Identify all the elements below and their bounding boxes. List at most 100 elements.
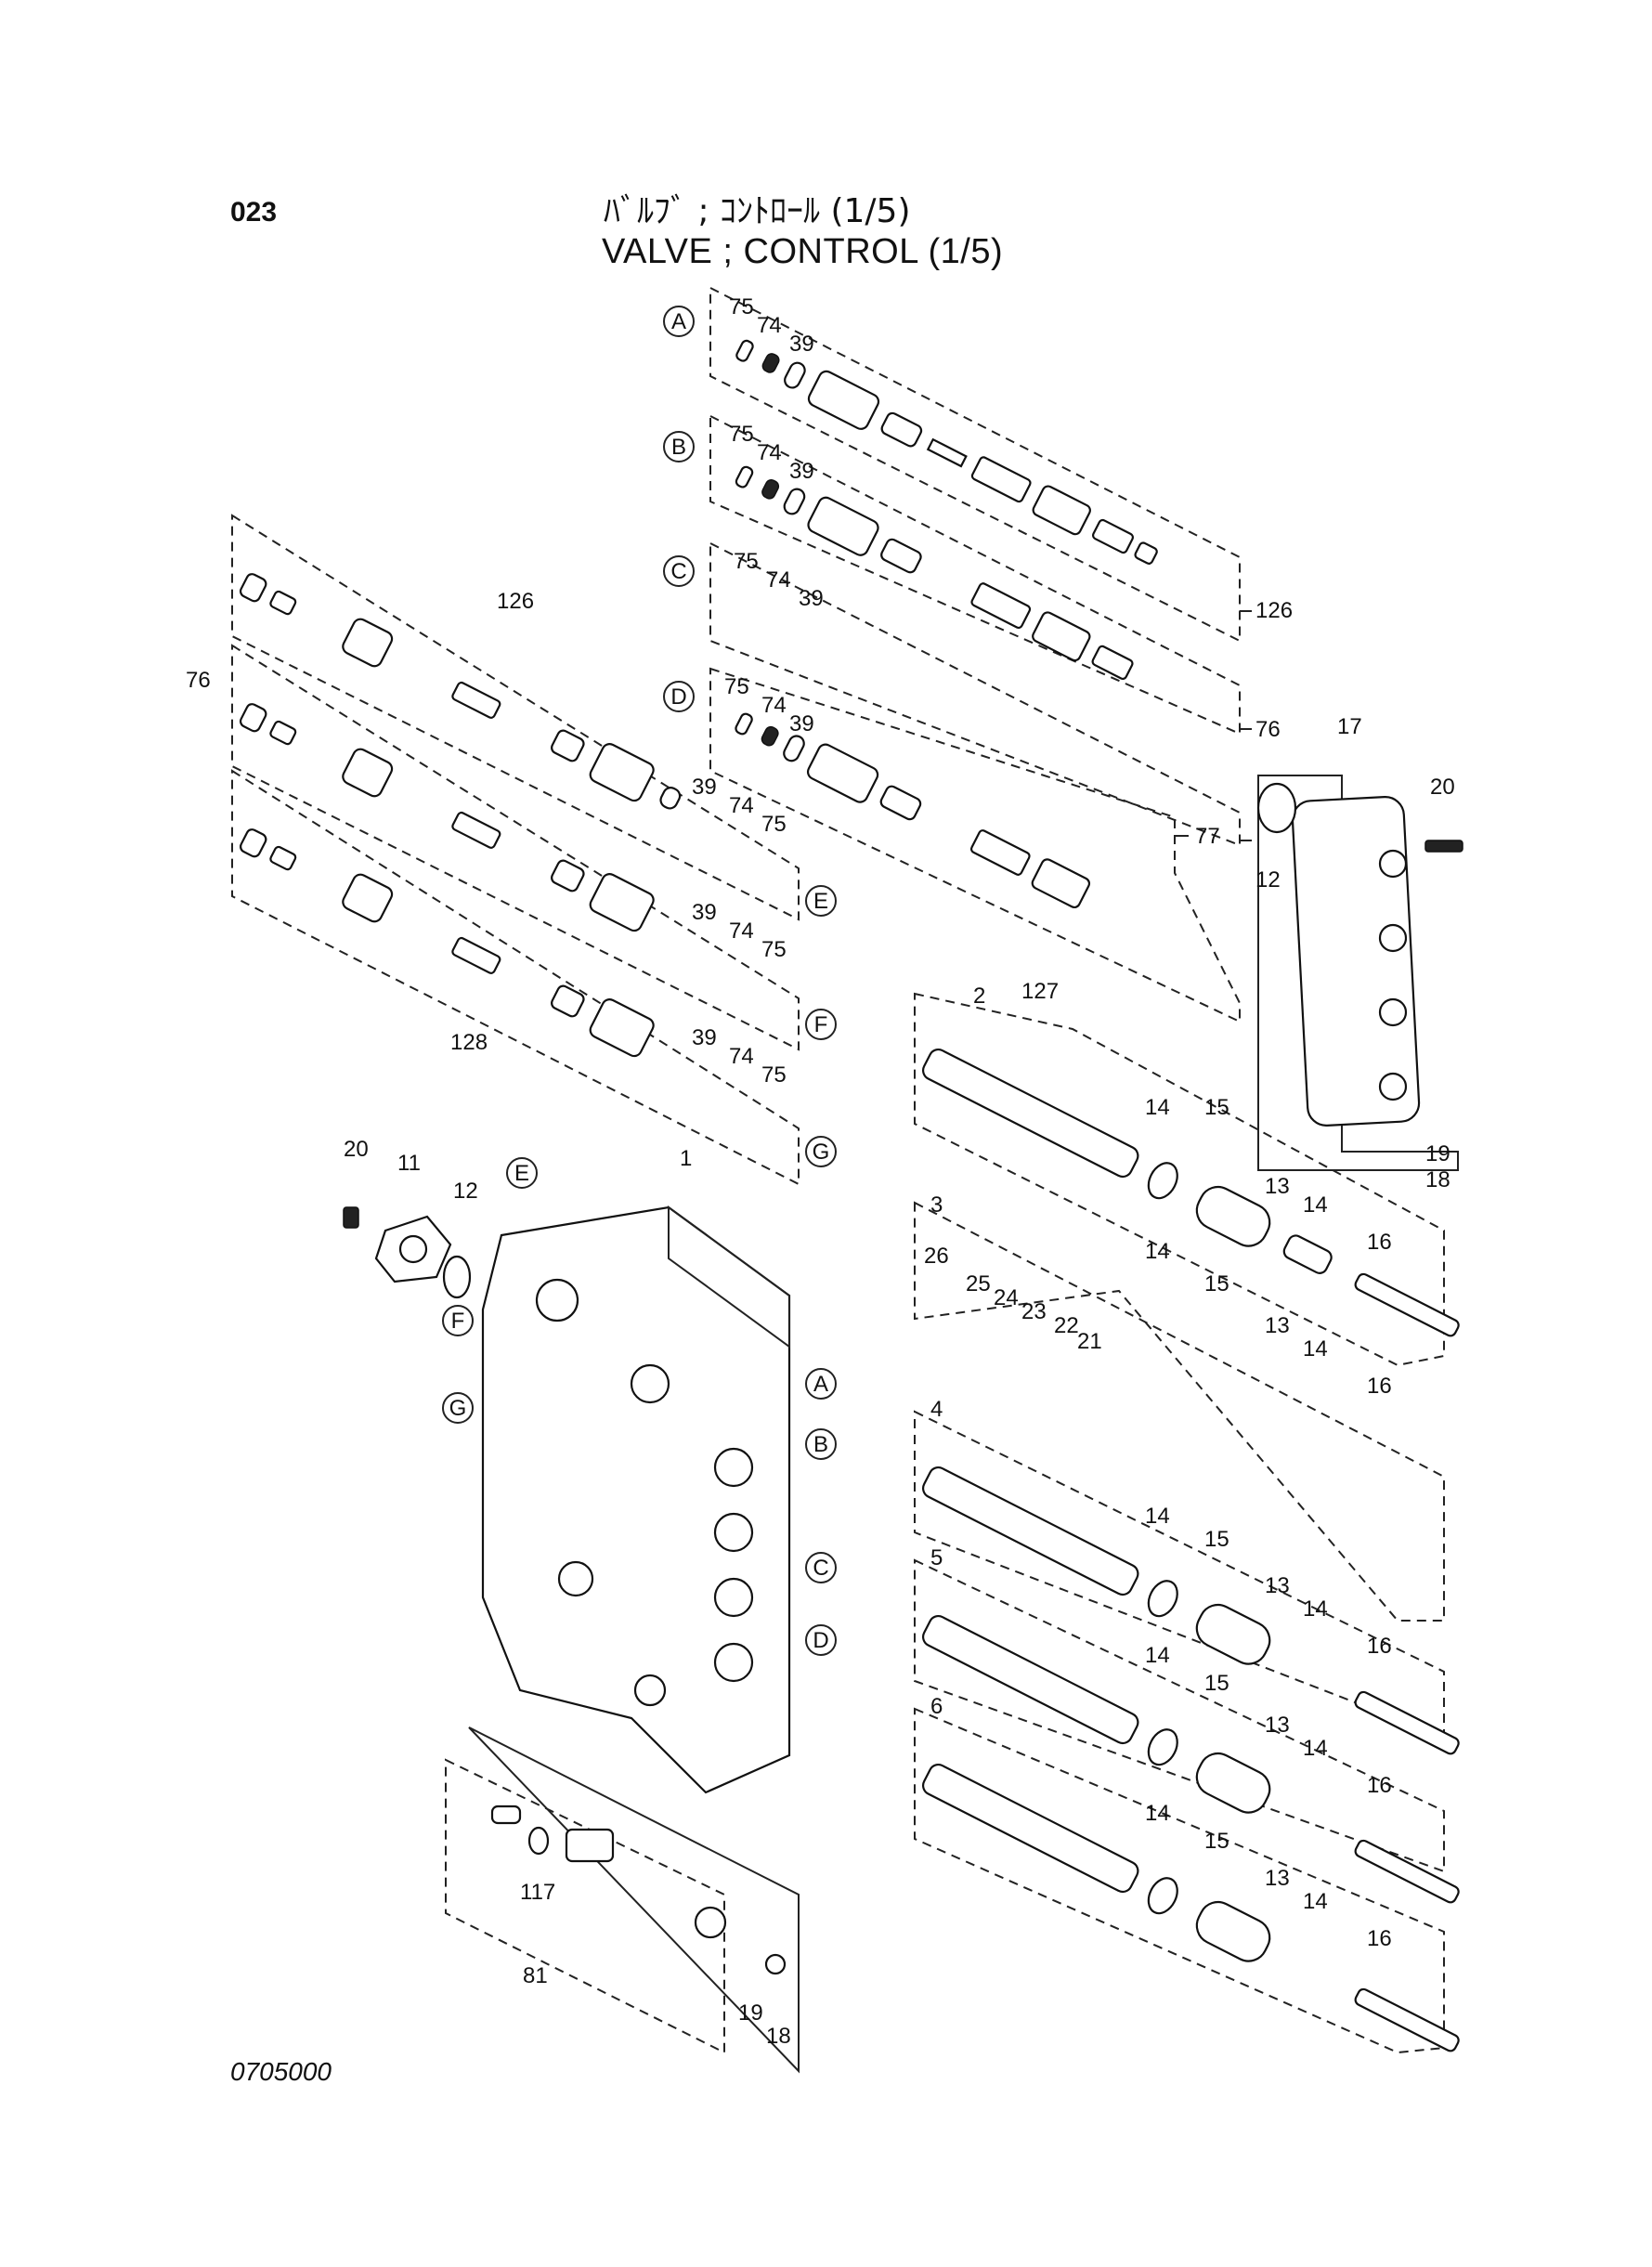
callout-a-top: A [663,306,695,337]
relief-valve-group-f [231,644,800,1051]
part-label: 39 [692,775,717,800]
svg-text:A: A [671,309,686,334]
part-label: 74 [729,793,754,818]
part-label: 13 [1265,1174,1290,1199]
svg-text:D: D [670,684,686,710]
part-label: 81 [523,1963,548,1988]
part-label: 14 [1145,1504,1170,1529]
callout-c-body: C [805,1552,837,1583]
cover-plate [1256,775,1463,1171]
callout-f-right: F [805,1009,837,1040]
part-label: 76 [186,668,211,693]
part-label: 26 [924,1244,949,1269]
svg-text:F: F [814,1012,828,1037]
part-label: 15 [1204,1671,1229,1696]
spool-group-4 [914,1410,1460,1755]
part-label: 75 [729,294,754,319]
callout-g-body: G [442,1392,474,1424]
callout-e-body: E [506,1157,538,1189]
relief-valve-group-b [709,414,1252,736]
part-label: 17 [1337,714,1362,739]
part-label: 76 [1255,717,1281,742]
part-label: 39 [789,332,814,357]
part-label: 14 [1145,1239,1170,1264]
title-english: VALVE ; CONTROL (1/5) [602,232,1004,271]
part-label: 14 [1303,1336,1328,1362]
relief-valve-group-a [709,286,1252,643]
part-label: 75 [761,937,787,962]
drawing-code: 0705000 [230,2057,332,2086]
part-label: 25 [966,1271,991,1296]
part-label: 15 [1204,1271,1229,1296]
part-label: 5 [930,1545,943,1570]
part-label: 75 [724,674,749,699]
svg-text:B: B [813,1432,828,1457]
relief-valve-group-d [709,667,1241,1023]
part-label: 74 [766,567,791,593]
callout-a-body: A [805,1368,837,1400]
page-number: 023 [230,197,278,228]
callout-c-top: C [663,555,695,587]
part-label: 19 [1425,1141,1450,1166]
part-label: 19 [738,2000,763,2026]
part-label: 15 [1204,1095,1229,1120]
callout-d-top: D [663,681,695,712]
part-label: 74 [729,919,754,944]
part-label: 16 [1367,1926,1392,1951]
part-label: 77 [1195,824,1220,849]
spool-group-2 [914,992,1460,1367]
callout-f-body: F [442,1305,474,1336]
part-label: 126 [1255,598,1293,623]
part-label: 126 [497,589,534,614]
svg-text:A: A [813,1372,828,1397]
part-label: 16 [1367,1773,1392,1798]
part-label: 39 [799,586,824,611]
part-label: 15 [1204,1829,1229,1854]
part-label: 16 [1367,1374,1392,1399]
part-label: 14 [1303,1736,1328,1761]
spool-group-6 [914,1707,1460,2054]
part-label: 13 [1265,1313,1290,1338]
part-label: 18 [766,2024,791,2049]
part-label: 24 [994,1285,1019,1310]
part-label: 16 [1367,1230,1392,1255]
part-label: 13 [1265,1866,1290,1891]
svg-text:C: C [670,559,686,584]
part-label: 14 [1145,1095,1170,1120]
part-label: 75 [734,549,759,574]
part-label: 22 [1054,1313,1079,1338]
callout-d-body: D [805,1624,837,1656]
part-label: 75 [729,422,754,447]
relief-valve-group-g [231,769,800,1186]
callout-g-right: G [805,1136,837,1167]
part-label: 74 [757,313,782,338]
part-label: 18 [1425,1167,1450,1192]
part-label: 16 [1367,1634,1392,1659]
relief-valve-group-c [709,541,1252,847]
callout-b-body: B [805,1428,837,1460]
part-label: 21 [1077,1329,1102,1354]
svg-text:E: E [514,1161,529,1186]
part-label: 39 [789,711,814,736]
plate-11 [343,1206,472,1299]
title-japanese: ﾊﾞﾙﾌﾞ ; ｺﾝﾄﾛｰﾙ (1/5) [604,192,911,230]
part-label: 15 [1204,1527,1229,1552]
part-label: 12 [453,1179,478,1204]
part-label: 74 [729,1044,754,1069]
part-label: 117 [520,1880,555,1905]
part-label: 14 [1303,1192,1328,1218]
part-group-81 [445,1726,800,2074]
part-label: 14 [1145,1801,1170,1826]
part-label: 13 [1265,1713,1290,1738]
part-label: 3 [930,1192,943,1218]
part-label: 39 [692,900,717,925]
callout-b-top: B [663,431,695,463]
part-label: 14 [1303,1889,1328,1914]
part-label: 1 [680,1146,692,1171]
svg-text:B: B [671,435,686,460]
part-label: 14 [1303,1596,1328,1622]
part-label: 20 [344,1137,369,1162]
valve-body [481,1205,791,1794]
part-label: 2 [973,984,985,1009]
